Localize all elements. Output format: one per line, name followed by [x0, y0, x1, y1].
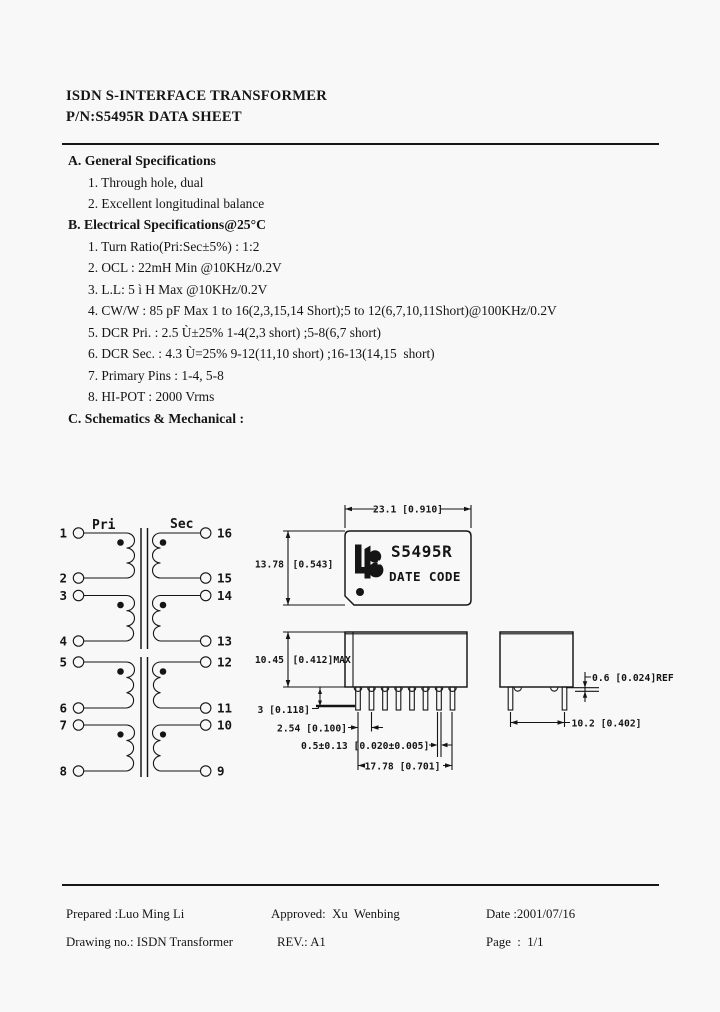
spec-item: 8. HI-POT : 2000 Vrms [88, 389, 215, 404]
footer-rule [62, 884, 659, 886]
primary-winding [84, 532, 135, 579]
pin-number: 16 [217, 525, 232, 540]
pin-number: 6 [59, 700, 67, 715]
pin-number: 13 [217, 633, 232, 648]
secondary-winding [152, 724, 201, 772]
polarity-dots [117, 539, 167, 738]
svg-text:23.1 [0.910]: 23.1 [0.910] [373, 505, 443, 516]
pin-number: 10 [217, 717, 232, 732]
footer-rev: REV.: A1 [277, 935, 326, 949]
row-spacing-dimension: 10.2 [0.402] [509, 712, 642, 730]
spec-item: 4. CW/W : 85 pF Max 1 to 16(2,3,15,14 Sh… [88, 303, 557, 318]
package-side-view: 0.6 [0.024]REF 10.2 [0.402] [499, 631, 674, 730]
footer-date: Date :2001/07/16 [486, 907, 576, 921]
spec-item: 3. L.L: 5 ì H Max @10KHz/0.2V [88, 282, 268, 297]
secondary-winding [152, 594, 201, 642]
svg-text:[0.543]: [0.543] [293, 560, 334, 571]
pin-number: 5 [59, 654, 67, 669]
standoff-ref-dimension: 0.6 [0.024]REF [566, 672, 674, 702]
spec-item: 5. DCR Pri. : 2.5 Ù±25% 1-4(2,3 short) ;… [88, 325, 381, 340]
date-code-marking: DATE CODE [389, 569, 461, 584]
width-dimension: 23.1 [0.910] [344, 505, 472, 528]
secondary-winding [152, 661, 201, 709]
svg-text:[0.412]MAX: [0.412]MAX [293, 655, 351, 666]
doc-title-line1: ISDN S-INTERFACE TRANSFORMER [66, 88, 328, 104]
spec-item: 6. DCR Sec. : 4.3 Ù=25% 9-12(11,10 short… [88, 346, 435, 361]
spec-item: 1. Turn Ratio(Pri:Sec±5%) : 1:2 [88, 239, 260, 254]
pin-number: 4 [59, 633, 67, 648]
primary-winding [84, 594, 135, 642]
pin-number: 9 [217, 763, 225, 778]
svg-text:0.6 [0.024]REF: 0.6 [0.024]REF [592, 673, 674, 684]
pin-number: 8 [59, 763, 67, 778]
height-dimension: 13.78 [0.543] [255, 530, 345, 606]
pin-number: 11 [217, 700, 232, 715]
primary-winding [84, 661, 135, 709]
front-pins [353, 686, 457, 711]
package-front-view: 10.45 [0.412]MAX 3 [0.118] 2.54 [0.100] … [255, 631, 468, 773]
standoff-dimension: 3 [0.118] [258, 687, 355, 716]
part-number-marking: S5495R [391, 542, 452, 561]
spec-item: 2. Excellent longitudinal balance [88, 196, 265, 211]
section-c-heading: C. Schematics & Mechanical : [68, 411, 244, 426]
core-lines-bottom [140, 657, 149, 777]
section-a-heading: A. General Specifications [68, 153, 216, 168]
pitch-dimension: 2.54 [0.100] [277, 712, 383, 770]
core-lines-top [140, 528, 149, 649]
primary-winding [84, 724, 135, 772]
svg-text:10.2 [0.402]: 10.2 [0.402] [572, 719, 642, 730]
svg-text:10.45: 10.45 [255, 655, 284, 666]
pin-span-dimension: 17.78 [0.701] [358, 712, 453, 773]
footer-prepared: Prepared :Luo Ming Li [66, 907, 185, 921]
lb-logo-icon [355, 544, 385, 579]
header-rule [62, 143, 659, 145]
pin-width-dimension: 0.5±0.13 [0.020±0.005] [301, 712, 452, 757]
transformer-schematic: Pri Sec 1 2 3 4 5 6 7 8 16 15 14 13 [59, 517, 232, 778]
pin-number: 1 [59, 525, 67, 540]
package-outline [344, 530, 472, 606]
package-top-view: S5495R DATE CODE 23.1 [0.910] 13.78 [0.5… [255, 505, 472, 606]
pin-number: 3 [59, 588, 67, 603]
spec-item: 1. Through hole, dual [88, 175, 204, 190]
body-height-dimension: 10.45 [0.412]MAX [255, 631, 351, 688]
pin-number: 2 [59, 570, 67, 585]
secondary-winding [152, 532, 201, 579]
footer-page: Page : 1/1 [486, 935, 544, 949]
pin-number: 7 [59, 717, 67, 732]
svg-text:17.78 [0.701]: 17.78 [0.701] [365, 762, 441, 773]
pin-number: 14 [217, 588, 232, 603]
side-pins [507, 686, 568, 711]
section-b-heading: B. Electrical Specifications@25°C [68, 217, 267, 232]
spec-item: 2. OCL : 22mH Min @10KHz/0.2V [88, 260, 282, 275]
svg-text:13.78: 13.78 [255, 560, 284, 571]
footer-approved: Approved: Xu Wenbing [271, 907, 400, 921]
spec-item: 7. Primary Pins : 1-4, 5-8 [88, 368, 224, 383]
pin1-dot [356, 588, 364, 596]
primary-label: Pri [92, 518, 116, 533]
svg-text:3 [0.118]: 3 [0.118] [258, 705, 311, 716]
svg-text:0.5±0.13 [0.020±0.005]: 0.5±0.13 [0.020±0.005] [301, 741, 429, 752]
footer-drawing-no: Drawing no.: ISDN Transformer [66, 935, 234, 949]
svg-text:2.54 [0.100]: 2.54 [0.100] [277, 724, 347, 735]
pin-number: 15 [217, 570, 232, 585]
doc-title-line2: P/N:S5495R DATA SHEET [66, 109, 242, 125]
secondary-label: Sec [170, 517, 193, 532]
pin-number: 12 [217, 654, 232, 669]
